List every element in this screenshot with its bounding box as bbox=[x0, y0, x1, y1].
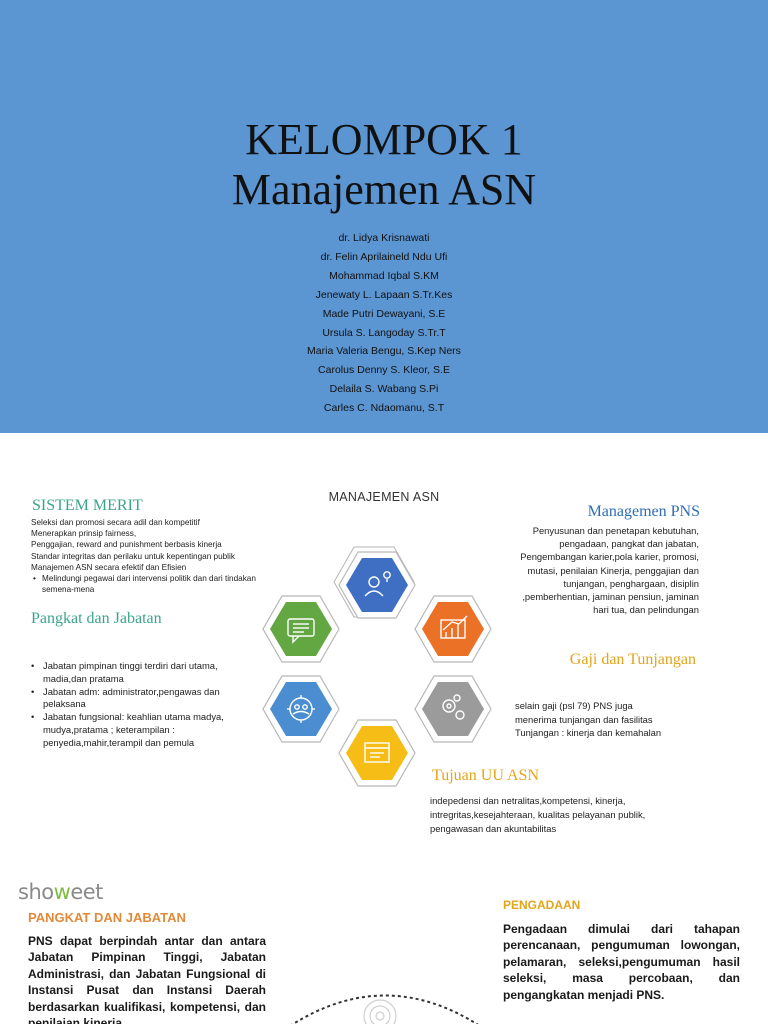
merit-line: Manajemen ASN secara efektif dan Efisien bbox=[31, 562, 187, 572]
member-name: Made Putri Dewayani, S.E bbox=[322, 307, 446, 320]
browser-window-icon bbox=[364, 742, 390, 763]
merit-line: Standar integritas dan perilaku untuk ke… bbox=[31, 551, 235, 561]
infographic-slide: MANAJEMEN ASN SISTEM MERIT Seleksi dan p… bbox=[0, 433, 768, 870]
tujuan-heading: Tujuan UU ASN bbox=[432, 767, 539, 784]
member-name: Mohammad Iqbal S.KM bbox=[329, 269, 439, 282]
member-name: Jenewaty L. Lapaan S.Tr.Kes bbox=[315, 288, 453, 301]
infographic-title: MANAJEMEN ASN bbox=[328, 490, 440, 504]
member-name: Carolus Denny S. Kleor, S.E bbox=[318, 364, 450, 377]
member-name: Ursula S. Langoday S.Tr.T bbox=[322, 326, 446, 339]
gaji-line: menerima tunjangan dan fasilitas bbox=[515, 713, 653, 725]
managemen-pns-heading: Managemen PNS bbox=[587, 503, 700, 520]
hex-bottom-left bbox=[270, 682, 332, 736]
gaji-line: selain gaji (psl 79) PNS juga bbox=[515, 700, 633, 711]
team-target-icon bbox=[287, 695, 315, 723]
member-name: Delaila S. Wabang S.Pi bbox=[329, 383, 439, 396]
sistem-merit-heading: SISTEM MERIT bbox=[32, 497, 143, 514]
pangkat-heading: Pangkat dan Jabatan bbox=[31, 610, 162, 627]
member-name: dr. Felin Aprilaineld Ndu Ufi bbox=[320, 250, 448, 263]
showeet-logo: showeet bbox=[18, 880, 103, 904]
tujuan-text: indepedensi dan netralitas,kompetensi, k… bbox=[430, 795, 646, 834]
member-name: dr. Lidya Krisnawati bbox=[338, 232, 430, 244]
merit-line: Penggajian, reward and punishment berbas… bbox=[31, 540, 222, 550]
gaji-heading: Gaji dan Tunjangan bbox=[569, 651, 696, 668]
list-item: Jabatan adm: administrator,pengawas dan … bbox=[30, 686, 260, 712]
member-name: Maria Valeria Bengu, S.Kep Ners bbox=[307, 345, 461, 358]
title-line-2: Manajemen ASN bbox=[231, 165, 537, 214]
pangkat-list: Jabatan pimpinan tinggi terdiri dari uta… bbox=[30, 660, 260, 750]
hex-bottom-right bbox=[422, 682, 484, 736]
slide-title: KELOMPOK 1 Manajemen ASN bbox=[0, 115, 768, 215]
pangkat-jabatan-heading: PANGKAT DAN JABATAN bbox=[28, 910, 186, 925]
sistem-merit-text: Seleksi dan promosi secara adil dan komp… bbox=[31, 517, 261, 595]
list-item: Jabatan pimpinan tinggi terdiri dari uta… bbox=[30, 660, 260, 686]
hex-top-left bbox=[270, 602, 332, 656]
pengadaan-heading: PENGADAAN bbox=[503, 898, 581, 912]
list-item: Jabatan fungsional: keahlian utama madya… bbox=[30, 711, 260, 749]
pengadaan-text: Pengadaan dimulai dari tahapan perencana… bbox=[503, 922, 740, 1002]
target-icon bbox=[363, 999, 397, 1024]
chat-message-icon bbox=[287, 618, 315, 644]
managemen-pns-text: Penyusunan dan penetapan kebutuhan, peng… bbox=[520, 525, 699, 616]
person-idea-icon bbox=[364, 571, 391, 597]
hex-top bbox=[346, 558, 408, 612]
content-slide: showeet PANGKAT DAN JABATAN PNS dapat be… bbox=[0, 870, 768, 1024]
title-slide: KELOMPOK 1 Manajemen ASN dr. Lidya Krisn… bbox=[0, 0, 768, 433]
hexagon-diagram bbox=[262, 546, 492, 787]
merit-line: Menerapkan prinsip fairness, bbox=[31, 529, 137, 539]
growth-chart-icon bbox=[440, 615, 468, 639]
gaji-line: Tunjangan : kinerja dan kemahalan bbox=[515, 727, 662, 738]
dashed-arc-decoration bbox=[291, 994, 479, 1024]
pangkat-jabatan-text: PNS dapat berpindah antar dan antara Jab… bbox=[28, 934, 266, 1024]
gears-icon bbox=[442, 694, 465, 720]
gaji-text: selain gaji (psl 79) PNS juga menerima t… bbox=[515, 699, 725, 740]
member-list: dr. Lidya Krisnawati dr. Felin Aprilaine… bbox=[0, 229, 768, 418]
title-line-1: KELOMPOK 1 bbox=[245, 115, 523, 164]
merit-line: Seleksi dan promosi secara adil dan komp… bbox=[31, 518, 200, 527]
hex-top-right bbox=[422, 602, 484, 656]
merit-bullet: Melindungi pegawai dari intervensi polit… bbox=[31, 573, 261, 595]
member-name: Carles C. Ndaomanu, S.T bbox=[323, 402, 445, 415]
